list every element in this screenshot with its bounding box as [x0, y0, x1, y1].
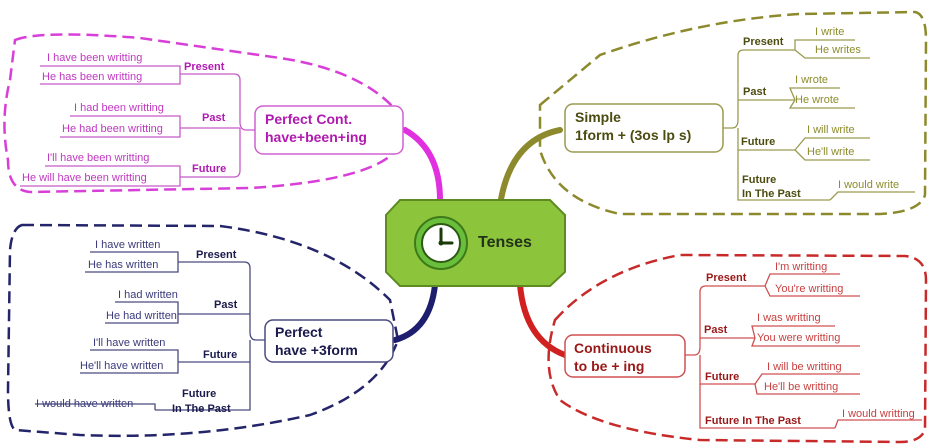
perfect-future-past-item-1: I would have written: [36, 398, 134, 410]
simple-past-label: Past: [743, 86, 767, 98]
perfect-title-line2: have +3form: [275, 342, 358, 358]
continuous-title-box: [564, 334, 686, 378]
simple-past-item-1: I wrote: [795, 74, 829, 86]
perfect-past-label: Past: [214, 299, 238, 311]
continuous-future-past-item-1: I would writting: [842, 408, 915, 420]
perfect-cont-present-label: Present: [184, 61, 225, 73]
connector-continuous: [517, 282, 568, 358]
connector-perfect-cont: [402, 127, 443, 203]
perfect-cont-title-line2: have+been+ing: [265, 129, 367, 145]
center-node: [385, 199, 566, 287]
perfect-cont-future-item-2: He will have been writting: [22, 172, 147, 184]
perfect-future-item-2: He'll have written: [80, 360, 164, 372]
simple-lines: [723, 39, 915, 201]
continuous-present-item-1: I'm writting: [775, 261, 828, 273]
perfect-present-item-1: I have written: [95, 239, 161, 251]
perfect-cont-cloud: [3, 33, 402, 194]
center-label: Tenses: [478, 234, 532, 251]
clock-icon: [414, 216, 468, 270]
perfect-title-line1: Perfect: [275, 324, 323, 340]
continuous-past-item-2: You were writting: [757, 332, 841, 344]
continuous-past-label: Past: [704, 324, 728, 336]
connector-perfect: [392, 282, 438, 343]
simple-future-past-label-line1: Future: [742, 174, 777, 186]
perfect-past-item-1: I had written: [118, 289, 178, 301]
perfect-cloud: [6, 223, 400, 438]
perfect-future-past-label-line1: Future: [182, 388, 217, 400]
simple-future-past-label-line2: In The Past: [742, 188, 801, 200]
perfect-title-box: [264, 319, 394, 363]
continuous-lines: [685, 273, 922, 429]
simple-past-item-2: He wrote: [795, 94, 840, 106]
perfect-present-label: Present: [196, 249, 237, 261]
continuous-title-line1: Continuous: [574, 340, 652, 356]
continuous-title-line2: to be + ing: [574, 358, 645, 374]
perfect-future-label: Future: [203, 349, 238, 361]
perfect-future-past-label-line2: In The Past: [172, 403, 231, 415]
perfect-cont-future-item-1: I'll have been writting: [47, 152, 150, 164]
perfect-cont-present-item-2: He has been writting: [42, 71, 143, 83]
continuous-future-label: Future: [705, 371, 740, 383]
perfect-cont-past-item-1: I had been writting: [74, 102, 164, 114]
continuous-present-item-2: You're writting: [775, 283, 844, 295]
simple-present-label: Present: [743, 36, 784, 48]
simple-title-line1: Simple: [575, 109, 621, 125]
simple-future-label: Future: [741, 136, 776, 148]
continuous-future-past-label: Future In The Past: [705, 415, 801, 427]
continuous-past-item-1: I was writting: [757, 312, 821, 324]
simple-present-item-2: He writes: [815, 44, 861, 56]
perfect-future-item-1: I'll have written: [93, 337, 166, 349]
continuous-future-item-1: I will be writting: [767, 361, 842, 373]
perfect-lines: [35, 251, 265, 411]
perfect-present-item-2: He has written: [88, 259, 159, 271]
connector-simple: [497, 127, 563, 208]
perfect-cont-lines: [20, 65, 255, 187]
simple-title-line2: 1form + (3os lp s): [575, 127, 692, 143]
simple-future-item-1: I will write: [807, 124, 855, 136]
simple-present-item-1: I write: [815, 26, 845, 38]
continuous-cloud: [547, 253, 928, 444]
perfect-past-item-2: He had written: [106, 310, 177, 322]
continuous-present-label: Present: [706, 272, 747, 284]
perfect-cont-past-label: Past: [202, 112, 226, 124]
simple-cloud: [538, 10, 928, 216]
simple-future-past-item-1: I would write: [838, 179, 900, 191]
perfect-cont-present-item-1: I have been writting: [47, 52, 143, 64]
perfect-cont-past-item-2: He had been writting: [62, 123, 163, 135]
continuous-future-item-2: He'll be writting: [764, 381, 839, 393]
perfect-cont-title-line1: Perfect Cont.: [265, 111, 353, 127]
simple-future-item-2: He'll write: [807, 146, 855, 158]
perfect-cont-future-label: Future: [192, 163, 227, 175]
